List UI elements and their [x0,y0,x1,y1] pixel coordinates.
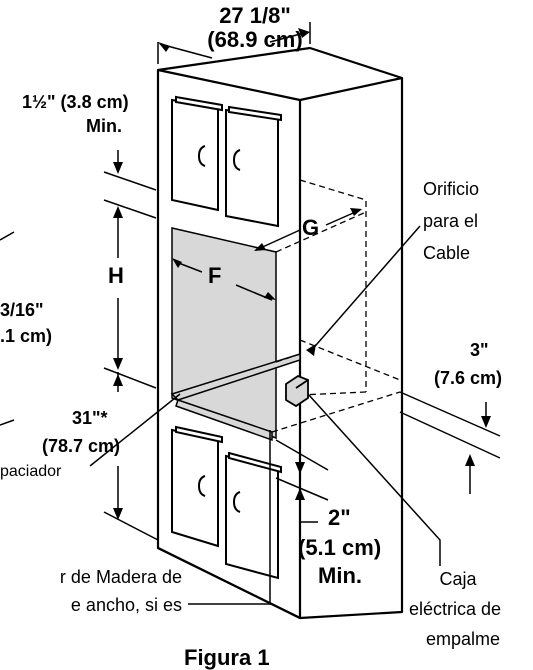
spacer-partial-label: paciador [0,463,62,480]
dimension-lines [0,22,501,605]
side-clearance-cm-label: (7.6 cm) [434,368,503,388]
letter-g: G [302,215,320,240]
junction-box-line2: eléctrica de [408,599,502,619]
left-partial-in-label: 3/16" [0,300,44,320]
cable-hole-line3: Cable [423,243,471,263]
wood-spacer-line1: r de Madera de [59,567,182,587]
letter-h: H [108,263,124,288]
wood-spacer-line2: e ancho, si es [70,595,182,615]
hidden-lines [271,179,401,433]
front-clearance-in-label: 2" [328,505,351,530]
bottom-height-in-label: 31"* [72,408,108,428]
top-gap-label: 1½" (3.8 cm) [22,92,129,112]
cable-hole-line1: Orificio [423,179,480,199]
upper-doors [171,95,282,228]
junction-box-line3: empalme [425,629,501,649]
cabinet-body [156,46,404,620]
width-cm-label: (68.9 cm) [207,27,303,52]
figure-caption: Figura 1 [184,645,270,670]
bottom-height-cm-label: (78.7 cm) [42,436,121,456]
top-gap-min-label: Min. [86,116,122,136]
front-clearance-cm-label: (5.1 cm) [298,535,382,560]
oven-cutout [170,227,301,442]
lower-doors [171,425,282,580]
side-clearance-in-label: 3" [470,340,489,360]
letter-f: F [208,263,222,288]
front-clearance-min-label: Min. [318,563,362,588]
width-inches-label: 27 1/8" [219,3,291,28]
junction-box-line1: Caja [439,569,477,589]
junction-box [285,374,309,408]
left-partial-cm-label: .1 cm) [0,326,53,346]
arrowheads [113,28,491,520]
cable-hole-line2: para el [423,211,479,231]
